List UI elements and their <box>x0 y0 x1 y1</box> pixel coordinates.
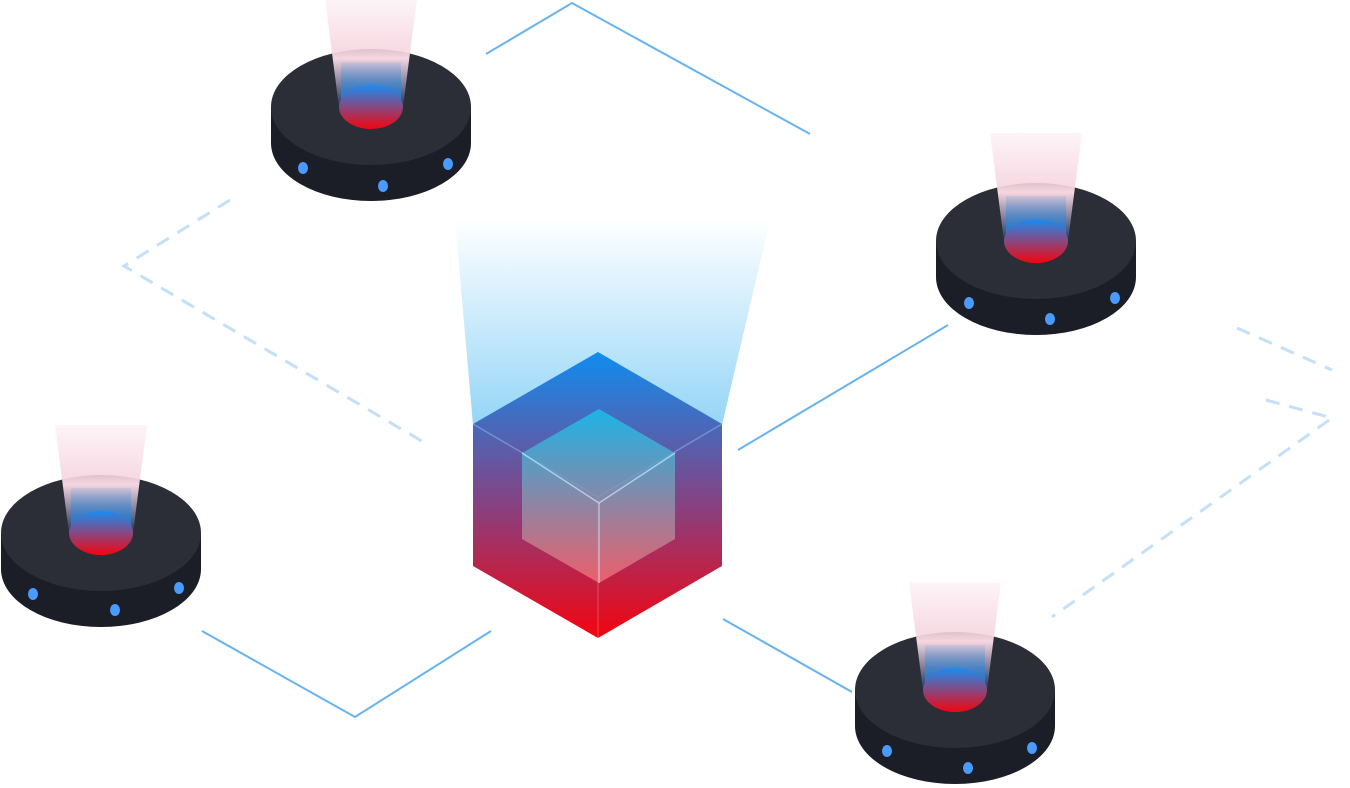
indicator-light <box>964 297 974 309</box>
indicator-light <box>1027 742 1037 754</box>
node-lens <box>69 511 133 555</box>
link-bottom-left <box>201 630 492 719</box>
link-right <box>737 324 949 451</box>
dashed-link-right <box>1236 326 1333 372</box>
node-lens <box>923 668 987 712</box>
link-top <box>485 1 811 135</box>
nodes <box>1 0 1136 784</box>
indicator-light <box>28 588 38 600</box>
indicator-light <box>298 162 308 174</box>
central-cube-icon <box>472 352 723 638</box>
node-bottom-right-icon <box>855 582 1055 784</box>
indicator-light <box>443 158 453 170</box>
dashed-link-left <box>121 198 426 445</box>
node-right-icon <box>936 133 1136 335</box>
dashed-links <box>121 198 1336 619</box>
node-lens <box>1004 219 1068 263</box>
solid-links <box>201 1 949 719</box>
hub-light-beam <box>455 220 770 425</box>
indicator-light <box>378 180 388 192</box>
indicator-light <box>110 604 120 616</box>
cube-inner <box>522 409 675 583</box>
indicator-light <box>1045 313 1055 325</box>
indicator-light <box>174 582 184 594</box>
indicator-light <box>882 745 892 757</box>
node-left-icon <box>1 425 201 627</box>
node-top-left-icon <box>271 0 471 201</box>
indicator-light <box>963 762 973 774</box>
node-lens <box>339 85 403 129</box>
dashed-link-right-lower <box>1051 398 1336 619</box>
indicator-light <box>1110 292 1120 304</box>
link-bottom-right <box>722 618 853 693</box>
